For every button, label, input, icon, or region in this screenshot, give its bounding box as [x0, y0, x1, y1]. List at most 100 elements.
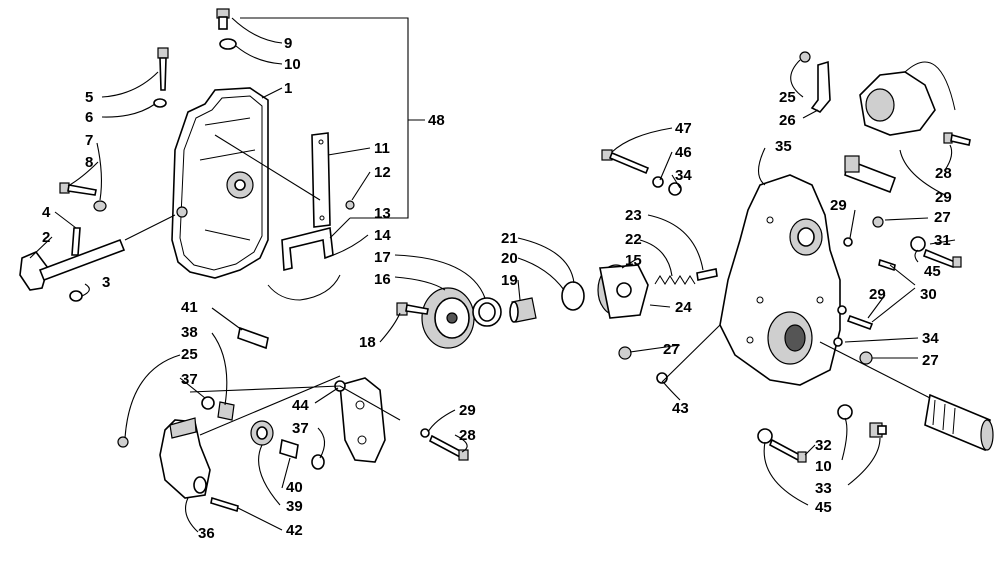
bolt-part [210, 496, 239, 513]
callout-21: 21 [501, 230, 518, 247]
washer-part [837, 305, 847, 315]
callout-35: 35 [775, 138, 792, 155]
callout-45: 45 [924, 263, 941, 280]
bushing-part [279, 438, 299, 460]
tensioner-housing-part [597, 264, 649, 319]
callout-19: 19 [501, 272, 518, 289]
callout-29: 29 [459, 402, 476, 419]
callout-28: 28 [459, 427, 476, 444]
callout-24: 24 [675, 299, 692, 316]
washer-part [656, 372, 668, 384]
washer-part [201, 396, 215, 410]
callout-40: 40 [286, 479, 303, 496]
callout-25: 25 [779, 89, 796, 106]
callout-30: 30 [920, 286, 937, 303]
washer-part [219, 38, 237, 50]
callout-44: 44 [292, 397, 309, 414]
bushing-part [237, 326, 269, 350]
bolt-part [846, 314, 874, 331]
o-ring-part [561, 281, 585, 311]
nut-part [799, 51, 811, 63]
output-shaft-part [924, 393, 994, 452]
nut-part [872, 216, 884, 228]
callout-37: 37 [292, 420, 309, 437]
callout-27: 27 [934, 209, 951, 226]
vent-plug-part [216, 8, 230, 30]
gear-case-part [719, 174, 841, 386]
bolt-part [601, 149, 650, 175]
callout-10: 10 [815, 458, 832, 475]
callout-5: 5 [85, 89, 93, 106]
callout-28: 28 [935, 165, 952, 182]
washer-part [420, 428, 430, 438]
callout-22: 22 [625, 231, 642, 248]
chaincase-cover-part [171, 87, 269, 279]
bolt-part [59, 182, 97, 196]
mount-bracket-part [339, 377, 386, 463]
nut-part [618, 346, 632, 360]
washer-part [93, 200, 107, 212]
callout-27: 27 [922, 352, 939, 369]
roller-part [250, 420, 274, 446]
bracket-part [810, 60, 831, 113]
callout-43: 43 [672, 400, 689, 417]
callout-9: 9 [284, 35, 292, 52]
bolt-part [943, 132, 971, 146]
nut-part [117, 436, 129, 448]
callout-33: 33 [815, 480, 832, 497]
callout-45: 45 [815, 499, 832, 516]
callout-17: 17 [374, 249, 391, 266]
callout-42: 42 [286, 522, 303, 539]
callout-14: 14 [374, 227, 391, 244]
plate-part [311, 132, 331, 228]
bolt-part [396, 302, 429, 316]
callout-29: 29 [869, 286, 886, 303]
callout-29: 29 [830, 197, 847, 214]
callout-16: 16 [374, 271, 391, 288]
bushing-part [509, 297, 537, 323]
sensor-part [844, 155, 897, 194]
callout-32: 32 [815, 437, 832, 454]
chain-guide-part [267, 274, 341, 301]
washer-part [843, 237, 853, 247]
callout-10: 10 [284, 56, 301, 73]
bracket-part [281, 227, 334, 272]
callout-34: 34 [675, 167, 692, 184]
callout-46: 46 [675, 144, 692, 161]
callout-15: 15 [625, 252, 642, 269]
callout-39: 39 [286, 498, 303, 515]
washer-part [668, 182, 682, 196]
o-ring-part [69, 290, 83, 302]
callout-4: 4 [42, 204, 51, 221]
callout-2: 2 [42, 229, 50, 246]
callout-18: 18 [359, 334, 376, 351]
callout-27: 27 [663, 341, 680, 358]
callout-38: 38 [181, 324, 198, 341]
dipstick-part [157, 47, 169, 91]
callout-31: 31 [934, 232, 951, 249]
callout-1: 1 [284, 80, 292, 97]
plug-part [869, 422, 887, 438]
washer-part [837, 404, 853, 420]
callout-41: 41 [181, 299, 198, 316]
bushing-part [217, 401, 235, 421]
bolt-part [428, 434, 469, 461]
callout-36: 36 [198, 525, 215, 542]
callout-25: 25 [181, 346, 198, 363]
o-ring-part [153, 98, 167, 108]
callout-13: 13 [374, 205, 391, 222]
callout-7: 7 [85, 132, 93, 149]
callout-26: 26 [779, 112, 796, 129]
bolt-part [878, 258, 896, 272]
washer-part [910, 236, 926, 252]
nut-part [859, 351, 873, 365]
bolt-part [768, 438, 807, 463]
sprocket-part [421, 287, 475, 349]
callout-20: 20 [501, 250, 518, 267]
spring-part [654, 275, 696, 285]
callout-3: 3 [102, 274, 110, 291]
callout-47: 47 [675, 120, 692, 137]
callout-23: 23 [625, 207, 642, 224]
callout-6: 6 [85, 109, 93, 126]
